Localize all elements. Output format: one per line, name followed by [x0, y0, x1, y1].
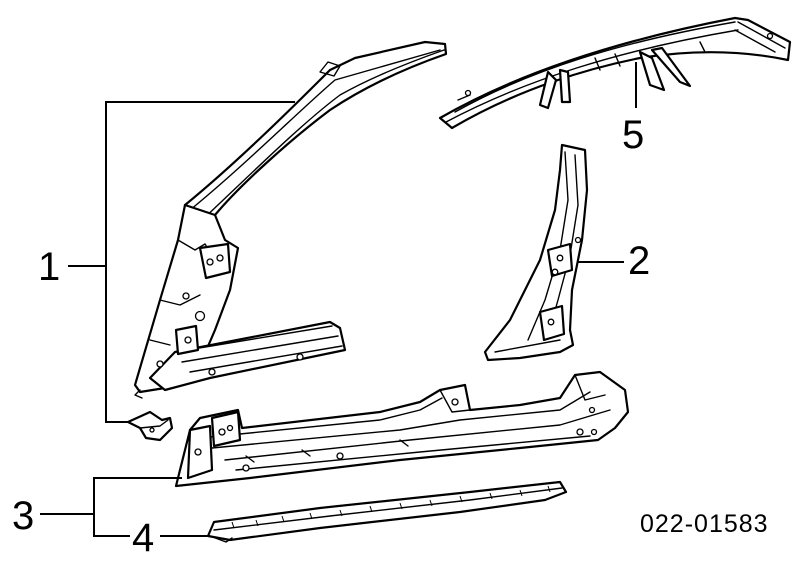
leader-lines — [40, 62, 637, 537]
sill-molding-part — [206, 480, 568, 543]
callout-1: 1 — [38, 245, 60, 289]
small-bracket-part — [126, 410, 174, 442]
callout-3: 3 — [12, 494, 34, 538]
rocker-panel-part — [174, 370, 630, 488]
center-pillar-part — [483, 143, 589, 362]
callout-2: 2 — [628, 239, 650, 283]
roof-rail-part — [438, 16, 792, 130]
callout-5: 5 — [622, 113, 644, 157]
reference-number: 022-01583 — [640, 510, 769, 538]
callout-4: 4 — [132, 516, 154, 560]
front-pillar-part — [133, 40, 448, 399]
